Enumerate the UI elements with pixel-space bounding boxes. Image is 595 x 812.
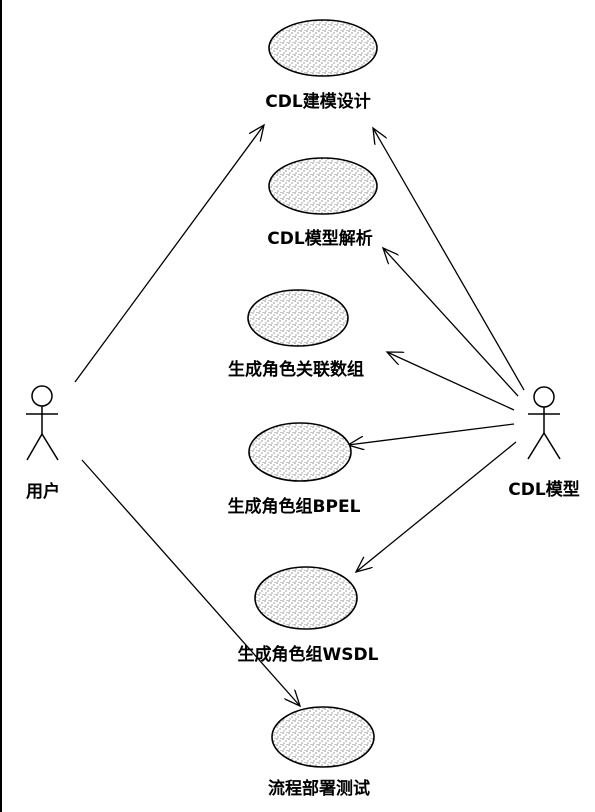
edge-user-uc6 xyxy=(81,459,300,706)
use-case-uc5: 生成角色组WSDL xyxy=(238,566,379,665)
use-case-label: CDL模型解析 xyxy=(267,228,372,249)
edge-model-uc2 xyxy=(383,248,519,397)
use-case-label: 生成角色组WSDL xyxy=(238,644,379,665)
use-case-uc1: CDL建模设计 xyxy=(265,19,378,112)
actor-label: 用户 xyxy=(26,481,60,502)
use-case-ellipse xyxy=(268,19,378,77)
actor-label: CDL模型 xyxy=(508,479,579,500)
edge-model-uc4 xyxy=(348,423,515,445)
use-case-ellipse xyxy=(271,706,375,768)
use-case-ellipse xyxy=(268,157,378,215)
use-case-uc6: 流程部署测试 xyxy=(268,706,375,799)
edge-model-uc1 xyxy=(373,128,525,391)
stick-figure-icon xyxy=(527,386,561,460)
stick-figure-icon xyxy=(26,385,59,461)
actor-user: 用户 xyxy=(26,385,60,502)
actor-cdl-model: CDL模型 xyxy=(508,386,580,500)
use-case-ellipse xyxy=(248,422,352,482)
use-case-label: 生成角色关联数组 xyxy=(228,359,364,380)
use-case-uc4: 生成角色组BPEL xyxy=(228,422,361,517)
edge-model-uc5 xyxy=(356,441,517,572)
use-case-label: 生成角色组BPEL xyxy=(228,496,361,517)
use-case-label: CDL建模设计 xyxy=(265,91,370,112)
use-case-ellipse xyxy=(254,566,358,630)
edge-user-uc1 xyxy=(74,125,264,383)
edge-model-uc3 xyxy=(387,352,515,411)
association-edges xyxy=(74,125,525,706)
use-case-ellipse xyxy=(247,289,349,347)
use-case-uc3: 生成角色关联数组 xyxy=(228,289,364,380)
use-case-uc2: CDL模型解析 xyxy=(267,157,378,249)
use-case-label: 流程部署测试 xyxy=(268,778,370,799)
